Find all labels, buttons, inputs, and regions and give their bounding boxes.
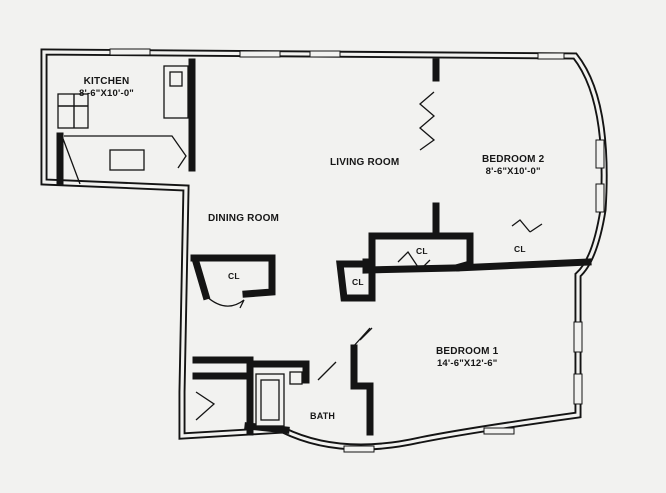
interior-walls [56,58,592,436]
kitchen-name: KITCHEN [83,76,130,87]
windows [109,48,605,453]
bath-corner-closet-text: CL [352,277,364,287]
bedroom-1-label: BEDROOM 1 14'-6"X12'-6" [436,342,498,369]
dining-closet-label: CL [228,272,240,281]
bedroom-2-label: BEDROOM 2 8'-6"X10'-0" [482,150,544,177]
hall-closet-label: CL [416,247,428,256]
bath-label: BATH [310,411,336,421]
dining-closet-text: CL [228,271,240,281]
kitchen-fixtures [57,65,189,171]
living-room-label: LIVING ROOM [330,157,400,169]
door-swings [61,135,543,421]
kitchen-label: KITCHEN 8'-6"X10'-0" [79,72,134,99]
bedroom-1-dimensions: 14'-6"X12'-6" [436,357,498,369]
bedroom-2-name: BEDROOM 2 [482,154,545,165]
bedroom-2-closet-label: CL [514,245,526,254]
dining-room-name: DINING ROOM [208,213,280,224]
bedroom-2-dimensions: 8'-6"X10'-0" [485,165,541,177]
dining-room-label: DINING ROOM [208,213,280,225]
kitchen-dimensions: 8'-6"X10'-0" [79,87,135,99]
bath-corner-closet-label: CL [352,278,364,287]
bath-fixtures [255,371,303,427]
bedroom-1-name: BEDROOM 1 [436,346,499,357]
accordion-door [419,91,436,151]
bath-name: BATH [310,411,336,421]
bedroom-2-closet-text: CL [514,244,526,254]
hall-closet-text: CL [416,246,428,256]
living-room-name: LIVING ROOM [330,157,400,168]
